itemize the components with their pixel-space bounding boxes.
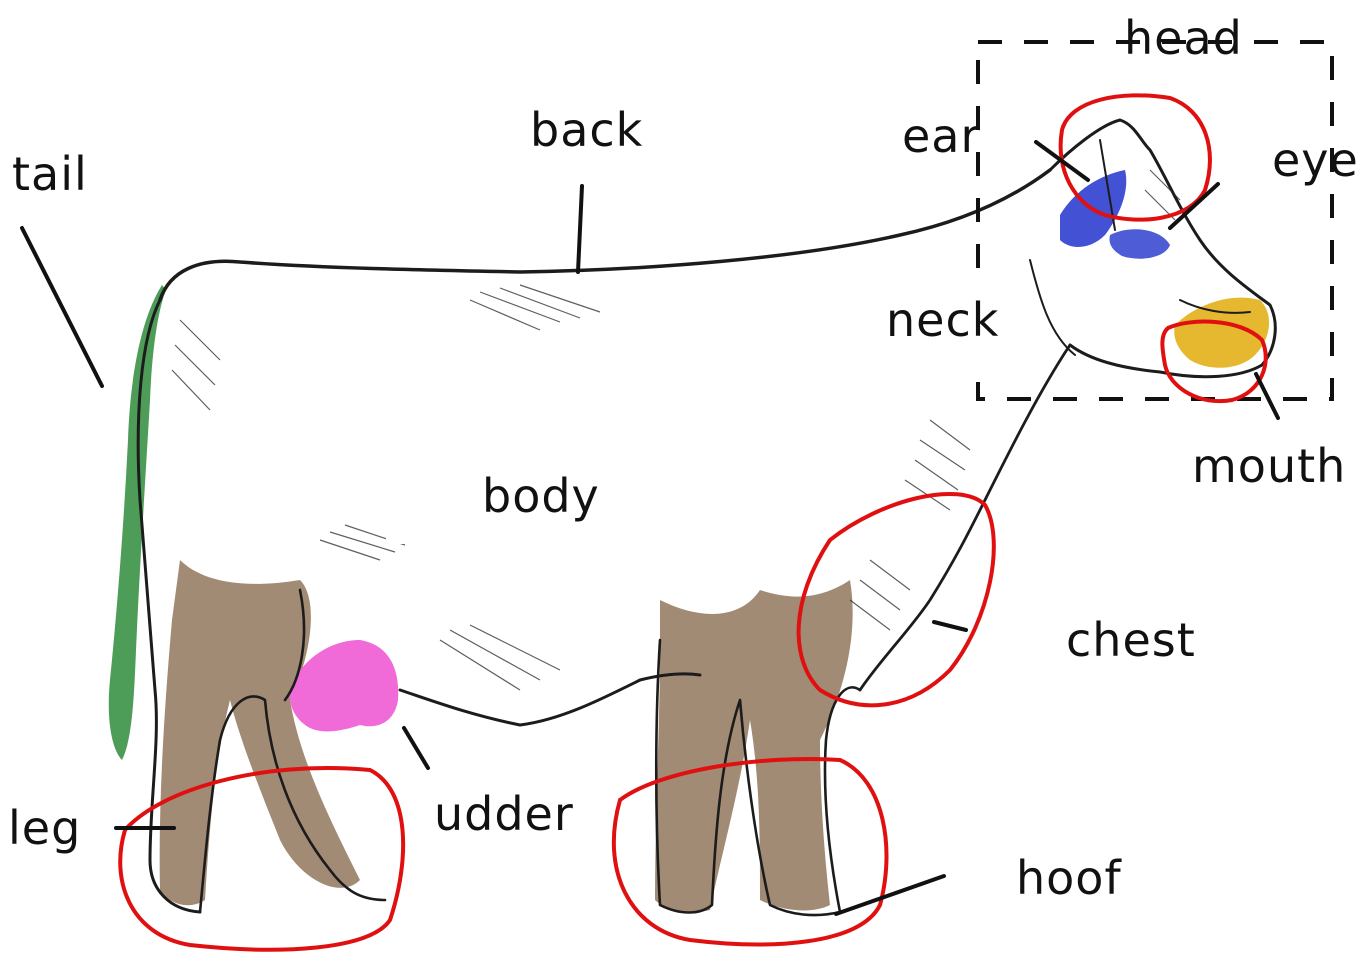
label-leg: leg — [8, 801, 81, 855]
ear-circle — [1061, 95, 1210, 219]
label-chest: chest — [1066, 613, 1196, 667]
label-eye: eye — [1272, 133, 1359, 187]
color-fills — [109, 170, 1269, 912]
label-ear: ear — [902, 109, 980, 163]
eye-fill — [1110, 229, 1171, 258]
hoof-pointer — [836, 876, 944, 914]
tail-pointer — [22, 228, 102, 386]
front-leg-fill — [655, 580, 853, 912]
chest-pointer — [934, 622, 966, 630]
neck-outline — [860, 345, 1070, 690]
rear-leg-fill — [160, 560, 360, 905]
label-udder: udder — [434, 787, 574, 841]
label-head: head — [1124, 11, 1243, 65]
label-neck: neck — [886, 293, 999, 347]
label-mouth: mouth — [1192, 439, 1346, 493]
label-hoof: hoof — [1016, 851, 1122, 905]
eye-pointer — [1170, 184, 1218, 228]
back-outline — [160, 170, 1050, 300]
label-body: body — [482, 469, 600, 523]
back-pointer — [578, 186, 582, 272]
label-back: back — [530, 103, 643, 157]
udder-pointer — [404, 728, 428, 768]
mouth-pointer — [1256, 374, 1278, 418]
tail-fill — [109, 285, 166, 760]
belly-outline — [400, 674, 700, 725]
label-tail: tail — [12, 147, 88, 201]
